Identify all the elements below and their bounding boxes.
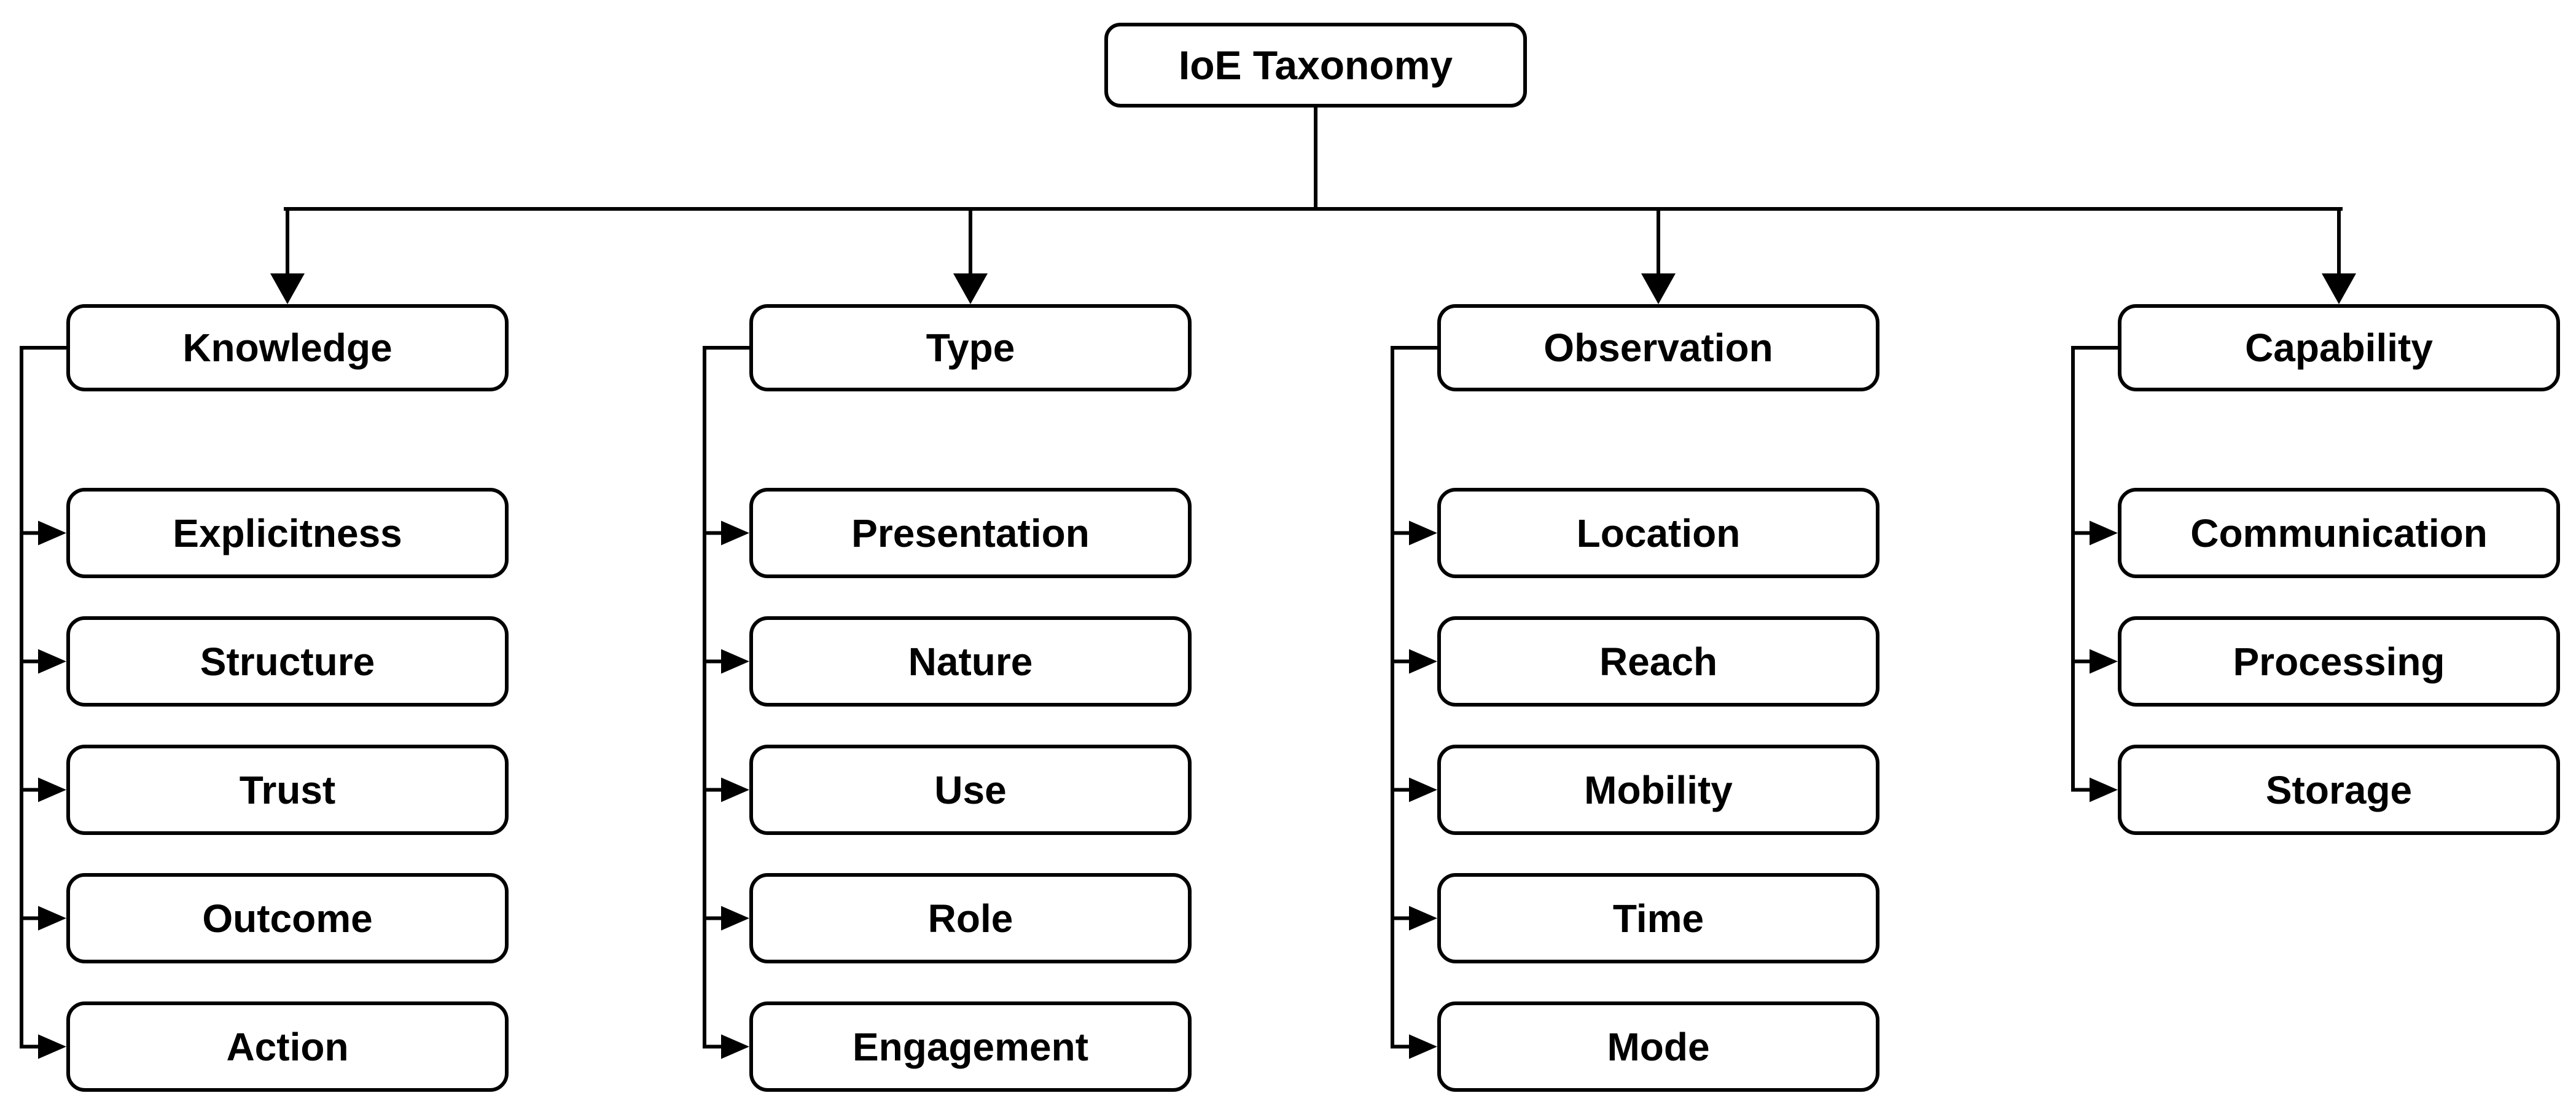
node-structure: Structure [66,616,509,707]
node-explicitness: Explicitness [66,488,509,578]
node-trust: Trust [66,745,509,835]
node-reach: Reach [1437,616,1879,707]
right-arrowhead-icon [2090,777,2118,802]
right-arrowhead-icon [38,906,66,931]
down-arrowhead-icon [953,273,988,304]
right-arrowhead-icon [1409,777,1437,802]
right-arrowhead-icon [1409,1034,1437,1059]
node-presentation: Presentation [749,488,1192,578]
right-arrowhead-icon [721,520,749,546]
node-knowledge: Knowledge [66,304,509,391]
node-storage: Storage [2118,745,2560,835]
right-arrowhead-icon [38,1034,66,1059]
right-arrowhead-icon [38,777,66,802]
down-arrowhead-icon [270,273,305,304]
node-location: Location [1437,488,1879,578]
right-arrowhead-icon [1409,520,1437,546]
node-use: Use [749,745,1192,835]
node-type: Type [749,304,1192,391]
right-arrowhead-icon [721,649,749,674]
right-arrowhead-icon [721,777,749,802]
right-arrowhead-icon [2090,649,2118,674]
down-arrowhead-icon [2322,273,2356,304]
node-time: Time [1437,873,1879,963]
node-action: Action [66,1001,509,1092]
node-communication: Communication [2118,488,2560,578]
right-arrowhead-icon [1409,649,1437,674]
node-nature: Nature [749,616,1192,707]
node-capability: Capability [2118,304,2560,391]
right-arrowhead-icon [38,520,66,546]
down-arrowhead-icon [1641,273,1676,304]
right-arrowhead-icon [1409,906,1437,931]
node-root: IoE Taxonomy [1104,23,1527,108]
node-processing: Processing [2118,616,2560,707]
node-outcome: Outcome [66,873,509,963]
node-mobility: Mobility [1437,745,1879,835]
right-arrowhead-icon [2090,520,2118,546]
node-engagement: Engagement [749,1001,1192,1092]
node-mode: Mode [1437,1001,1879,1092]
node-observation: Observation [1437,304,1879,391]
node-role: Role [749,873,1192,963]
right-arrowhead-icon [38,649,66,674]
right-arrowhead-icon [721,906,749,931]
right-arrowhead-icon [721,1034,749,1059]
